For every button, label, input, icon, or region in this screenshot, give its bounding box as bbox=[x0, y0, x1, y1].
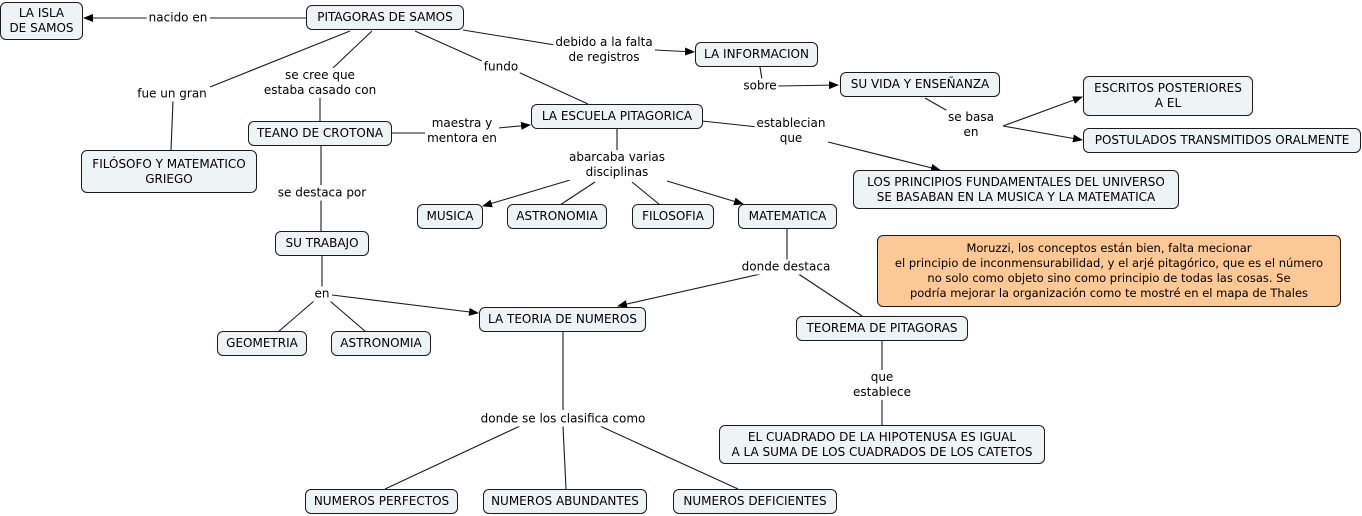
node-cuadrado-hipotenusa[interactable]: EL CUADRADO DE LA HIPOTENUSA ES IGUAL A … bbox=[719, 425, 1045, 464]
edge-abarcaba-filosofia bbox=[631, 181, 661, 206]
node-teano-de-crotona[interactable]: TEANO DE CROTONA bbox=[248, 121, 392, 146]
link-label-establecian-que: establecian que bbox=[754, 116, 828, 146]
link-label-se-basa-en: se basa en bbox=[945, 110, 997, 140]
edge-sebasa-escritos bbox=[1002, 96, 1083, 127]
edge-abarcaba-astronomia bbox=[559, 181, 596, 206]
node-matematica[interactable]: MATEMATICA bbox=[738, 204, 837, 229]
link-label-abarcaba: abarcaba varias disciplinas bbox=[566, 150, 668, 180]
edge-establecian-principios bbox=[827, 141, 941, 172]
node-numeros-deficientes[interactable]: NUMEROS DEFICIENTES bbox=[673, 489, 837, 514]
link-label-en: en bbox=[312, 286, 332, 302]
node-teorema-de-pitagoras[interactable]: TEOREMA DE PITAGORAS bbox=[796, 316, 968, 341]
edge-debido-informacion bbox=[654, 47, 695, 56]
edge-abarcaba-musica bbox=[482, 179, 571, 208]
link-label-donde-destaca: donde destaca bbox=[739, 259, 833, 275]
edge-pitagoras-fundo bbox=[414, 30, 483, 62]
edge-dondedestaca-teorema bbox=[796, 272, 863, 317]
link-label-debido-a-la-falta: debido a la falta de registros bbox=[553, 35, 655, 65]
node-numeros-abundantes[interactable]: NUMEROS ABUNDANTES bbox=[483, 489, 647, 514]
node-musica[interactable]: MUSICA bbox=[417, 204, 483, 229]
link-label-fue-un-gran: fue un gran bbox=[135, 86, 209, 102]
edge-fundo-escuela bbox=[517, 71, 589, 105]
link-label-que-establece: que establece bbox=[850, 370, 914, 400]
edge-maestra-escuela bbox=[497, 121, 531, 130]
edge-clasifica-perfectos bbox=[384, 425, 521, 490]
edge-en-geometria bbox=[277, 300, 315, 333]
node-escritos-posteriores[interactable]: ESCRITOS POSTERIORES A EL bbox=[1083, 76, 1253, 116]
edge-pitagoras-debido bbox=[462, 29, 556, 46]
node-postulados-transmitidos[interactable]: POSTULADOS TRANSMITIDOS ORALMENTE bbox=[1083, 128, 1361, 153]
edge-escuela-establecian bbox=[701, 120, 759, 128]
edge-informacion-sobre bbox=[759, 66, 763, 81]
link-label-fundo: fundo bbox=[481, 59, 521, 75]
link-label-maestra-y-mentora: maestra y mentora en bbox=[425, 116, 499, 146]
edge-sobre-vida bbox=[777, 81, 839, 90]
node-escuela-pitagorica[interactable]: LA ESCUELA PITAGORICA bbox=[531, 104, 703, 129]
edge-en-teoria bbox=[331, 294, 479, 316]
node-teoria-de-numeros[interactable]: LA TEORIA DE NUMEROS bbox=[479, 307, 646, 332]
node-la-informacion[interactable]: LA INFORMACION bbox=[695, 42, 818, 67]
edge-sebasa-postulados bbox=[1002, 125, 1083, 143]
teacher-comment-note[interactable]: Moruzzi, los conceptos están bien, falta… bbox=[877, 235, 1341, 307]
node-filosofo-y-matematico[interactable]: FILÓSOFO Y MATEMATICO GRIEGO bbox=[81, 150, 257, 193]
link-label-se-cree-que: se cree que estaba casado con bbox=[261, 68, 379, 98]
edge-clasifica-abundantes bbox=[562, 425, 567, 490]
node-su-vida-y-ensenanza[interactable]: SU VIDA Y ENSEÑANZA bbox=[840, 72, 1000, 97]
edge-pitagoras-fuegran bbox=[209, 30, 351, 88]
edge-en-astronomia2 bbox=[329, 300, 367, 333]
edge-fuegran-filosofo bbox=[170, 100, 174, 151]
node-principios-fundamentales[interactable]: LOS PRINCIPIOS FUNDAMENTALES DEL UNIVERS… bbox=[853, 170, 1179, 209]
edge-pitagoras-secree bbox=[332, 30, 373, 69]
link-label-sobre: sobre bbox=[741, 78, 779, 94]
node-isla-de-samos[interactable]: LA ISLA DE SAMOS bbox=[0, 2, 83, 40]
node-su-trabajo[interactable]: SU TRABAJO bbox=[275, 231, 369, 256]
link-label-donde-se-clasifica: donde se los clasifica como bbox=[478, 411, 648, 427]
link-label-nacido-en: nacido en bbox=[146, 10, 210, 26]
edge-clasifica-deficientes bbox=[599, 425, 739, 490]
link-label-se-destaca-por: se destaca por bbox=[275, 185, 369, 201]
node-geometria[interactable]: GEOMETRIA bbox=[217, 331, 307, 356]
node-pitagoras-de-samos[interactable]: PITAGORAS DE SAMOS bbox=[306, 5, 464, 30]
edge-abarcaba-matematica bbox=[666, 180, 744, 206]
edge-dondedestaca-teoria bbox=[617, 272, 766, 308]
node-astronomia-trabajo[interactable]: ASTRONOMIA bbox=[331, 331, 431, 356]
node-filosofia[interactable]: FILOSOFIA bbox=[632, 204, 714, 229]
node-numeros-perfectos[interactable]: NUMEROS PERFECTOS bbox=[305, 489, 458, 514]
node-astronomia-escuela[interactable]: ASTRONOMIA bbox=[507, 204, 607, 229]
